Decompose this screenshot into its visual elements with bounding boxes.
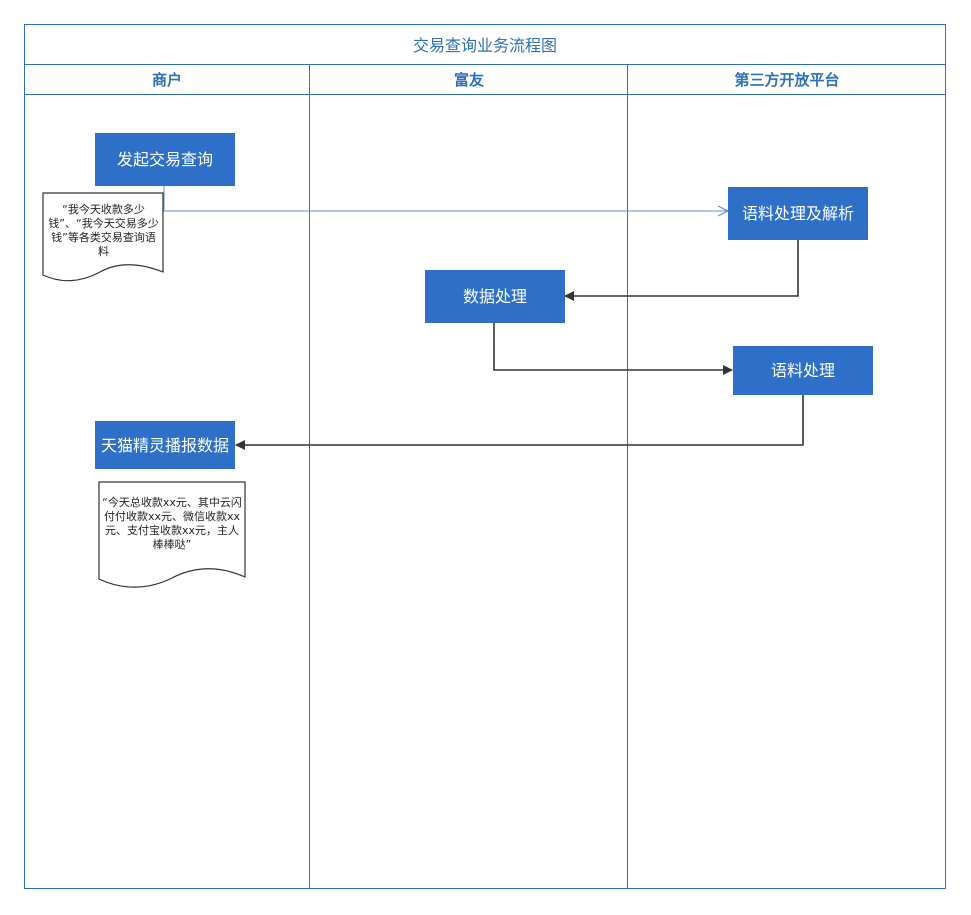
- doc-query-corpus-text: “我今天收款多少钱”、“我今天交易多少钱”等各类交易查询语料: [48, 203, 159, 258]
- diagram-title: 交易查询业务流程图: [24, 24, 946, 65]
- flowchart-pool: [24, 24, 946, 889]
- lane-divider-1: [309, 65, 310, 889]
- reply-corpus-document-shape: [98, 481, 246, 588]
- node-data-process: 数据处理: [425, 270, 565, 323]
- arrow-parse-to-data-process: [564, 240, 799, 301]
- lane-header-merchant: 商户: [24, 65, 310, 95]
- arrow-corpus-to-broadcast: [235, 395, 804, 450]
- arrow-start-to-parse: [163, 186, 728, 211]
- node-parse: 语料处理及解析: [728, 187, 868, 240]
- node-broadcast: 天猫精灵播报数据: [95, 421, 235, 469]
- lane-header-third-party: 第三方开放平台: [628, 65, 946, 95]
- node-start-query: 发起交易查询: [95, 133, 235, 186]
- lane-divider-2: [627, 65, 628, 889]
- node-corpus-process: 语料处理: [733, 346, 873, 395]
- arrow-data-process-to-corpus: [493, 323, 733, 375]
- lane-header-fuyou: 富友: [310, 65, 628, 95]
- query-corpus-document-shape: [42, 192, 164, 282]
- doc-reply-corpus-text: “今天总收款xx元、其中云闪付付收款xx元、微信收款xx元、支付宝收款xx元，主…: [102, 496, 242, 551]
